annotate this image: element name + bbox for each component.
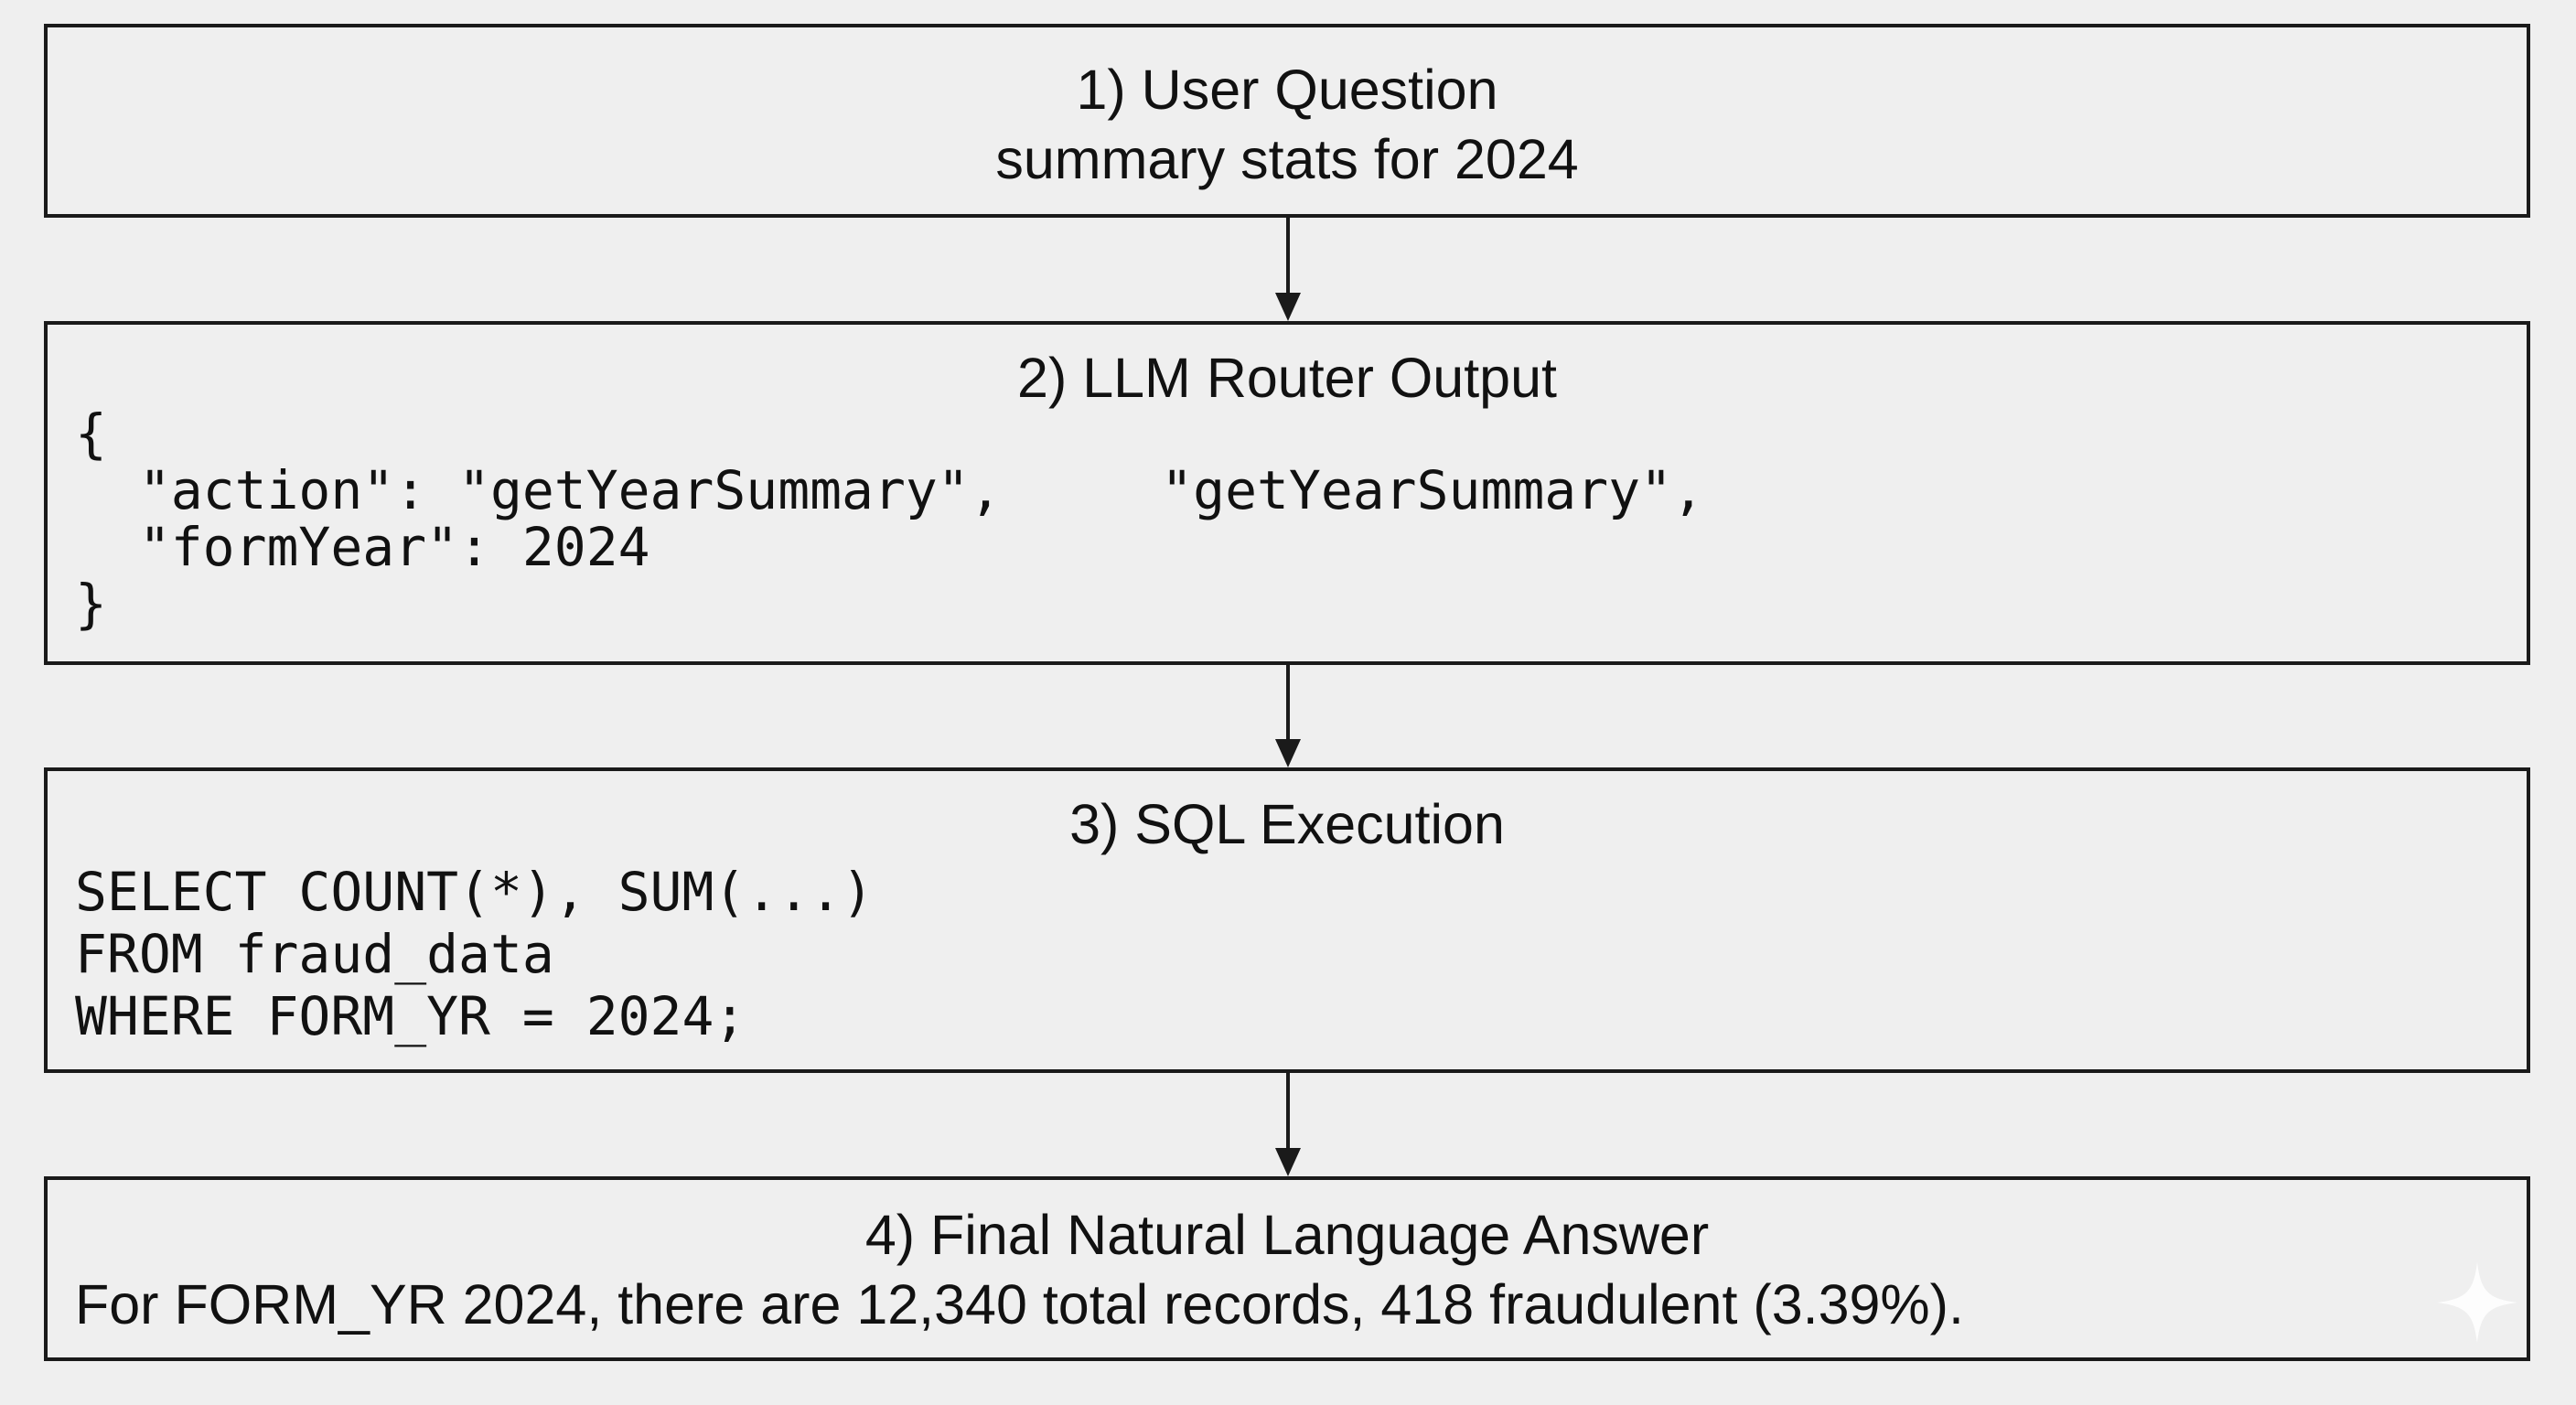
code-line: "action": "getYearSummary", "getYearSumm… <box>75 459 1704 521</box>
step-box-user-question: 1) User Question summary stats for 2024 <box>44 24 2530 218</box>
step-box-sql-execution: 3) SQL Execution SELECT COUNT(*), SUM(..… <box>44 767 2530 1073</box>
sparkle-icon <box>2433 1259 2521 1346</box>
arrow-down-icon <box>1273 665 1303 767</box>
step-title: 4) Final Natural Language Answer <box>864 1204 1710 1266</box>
router-json-code: { "action": "getYearSummary", "getYearSu… <box>75 405 1704 632</box>
final-answer-text: For FORM_YR 2024, there are 12,340 total… <box>75 1273 1964 1335</box>
code-line: "formYear": 2024 <box>75 516 650 578</box>
step-box-llm-router-output: 2) LLM Router Output { "action": "getYea… <box>44 321 2530 665</box>
step-box-final-answer: 4) Final Natural Language Answer For FOR… <box>44 1176 2530 1361</box>
arrow-down-icon <box>1273 218 1303 321</box>
code-line: { <box>75 402 107 465</box>
code-line: } <box>75 573 107 635</box>
user-question-text: summary stats for 2024 <box>995 128 1579 190</box>
sql-code: SELECT COUNT(*), SUM(...)FROM fraud_data… <box>75 861 874 1047</box>
step-title: 1) User Question <box>1076 59 1498 121</box>
code-line: SELECT COUNT(*), SUM(...) <box>75 861 874 923</box>
code-line: WHERE FORM_YR = 2024; <box>75 985 746 1047</box>
arrow-down-icon <box>1273 1073 1303 1176</box>
step-title: 3) SQL Execution <box>1069 793 1505 855</box>
code-line: FROM fraud_data <box>75 923 554 985</box>
step-title: 2) LLM Router Output <box>1017 347 1557 409</box>
